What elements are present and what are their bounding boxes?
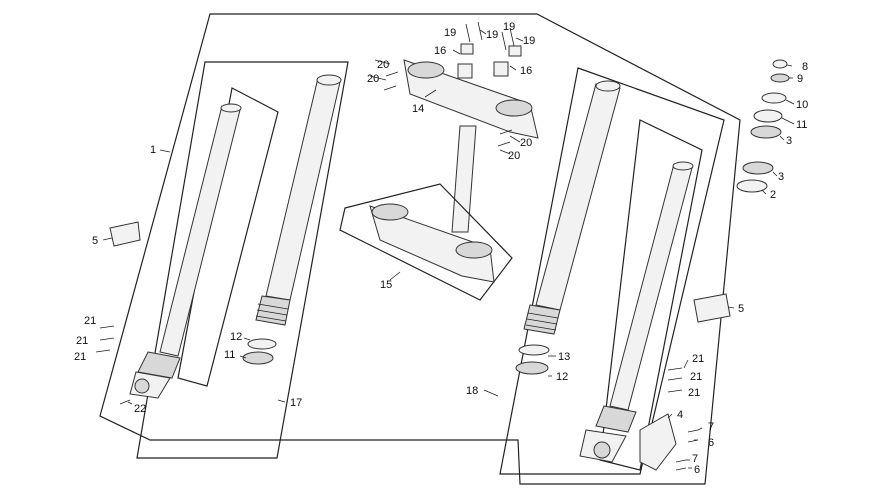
assembly-outline bbox=[99, 13, 741, 485]
leader-lines bbox=[102, 29, 795, 469]
callout-11: 11 bbox=[224, 349, 235, 361]
bolts bbox=[95, 21, 699, 471]
callout-21: 21 bbox=[690, 371, 702, 383]
left-outer-tube bbox=[255, 74, 342, 326]
left-inner-tube bbox=[129, 103, 242, 399]
callout-10: 10 bbox=[796, 99, 808, 111]
callout-19: 19 bbox=[444, 27, 456, 39]
callout-12: 13 bbox=[558, 351, 570, 363]
right-outer-tube bbox=[523, 80, 621, 335]
callout-1: 1 bbox=[150, 144, 156, 156]
steering-bearing-stack bbox=[736, 59, 790, 193]
left-seals bbox=[242, 338, 277, 365]
callout-4: 4 bbox=[677, 409, 683, 421]
callout-19: 19 bbox=[486, 29, 498, 41]
callout-20: 20 bbox=[377, 59, 389, 71]
callout-7: 7 bbox=[708, 421, 714, 433]
callout-6: 6 bbox=[694, 464, 700, 476]
callout-20: 20 bbox=[367, 73, 379, 85]
left-label-plate bbox=[109, 221, 141, 247]
callout-13: 11 bbox=[796, 119, 807, 131]
callout-19: 19 bbox=[523, 35, 535, 47]
right-inner-tube bbox=[579, 161, 694, 463]
callout-9: 9 bbox=[797, 73, 803, 85]
callout-labels: 1 2 3 3 4 5 5 6 6 7 7 8 9 10 11 11 12 12… bbox=[74, 21, 808, 476]
right-fork-frame bbox=[499, 67, 725, 475]
callout-16: 16 bbox=[520, 65, 532, 77]
callout-21: 21 bbox=[84, 315, 96, 327]
callout-15: 15 bbox=[380, 279, 392, 291]
callout-20: 20 bbox=[520, 137, 532, 149]
right-seals bbox=[515, 344, 550, 375]
right-fork-inner-frame bbox=[599, 119, 703, 471]
callout-3: 3 bbox=[778, 171, 784, 183]
callout-6: 6 bbox=[708, 437, 714, 449]
callout-14: 14 bbox=[412, 103, 424, 115]
callout-16: 16 bbox=[434, 45, 446, 57]
steering-stem-lower-clamp bbox=[339, 125, 513, 301]
callout-2: 2 bbox=[770, 189, 776, 201]
callout-17: 17 bbox=[290, 397, 302, 409]
callout-3: 3 bbox=[786, 135, 792, 147]
callout-18: 18 bbox=[466, 385, 478, 397]
callout-21: 21 bbox=[688, 387, 700, 399]
callout-11: 12 bbox=[556, 371, 568, 383]
callout-22: 22 bbox=[134, 403, 146, 415]
right-label-plate bbox=[693, 293, 731, 323]
callout-7: 7 bbox=[692, 453, 698, 465]
left-fork-frame bbox=[136, 61, 349, 459]
callout-5: 5 bbox=[738, 303, 744, 315]
callout-20: 20 bbox=[508, 150, 520, 162]
callout-12: 12 bbox=[230, 331, 242, 343]
upper-triple-clamp bbox=[403, 43, 539, 139]
callout-21: 21 bbox=[76, 335, 88, 347]
callout-5: 5 bbox=[92, 235, 98, 247]
callout-21: 21 bbox=[74, 351, 86, 363]
callout-21: 21 bbox=[692, 353, 704, 365]
bracket-part bbox=[639, 413, 677, 471]
callout-19: 19 bbox=[503, 21, 515, 33]
callout-8: 8 bbox=[802, 61, 808, 73]
